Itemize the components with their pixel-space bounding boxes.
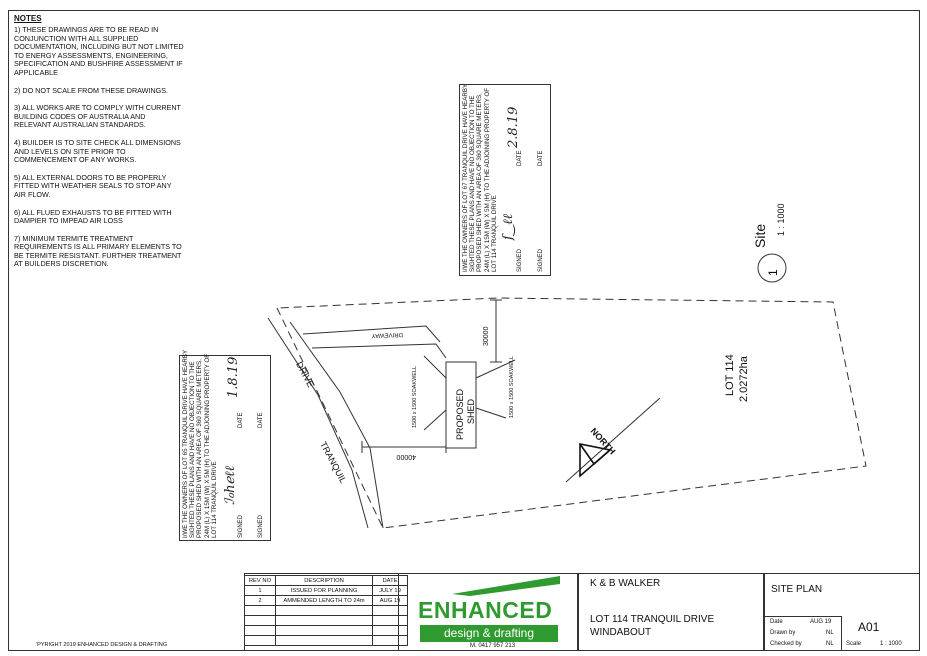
site-scale: 1 : 1000: [776, 203, 786, 236]
table-row: [244, 615, 408, 626]
table-row: 1 ISSUED FOR PLANNING JULY 19: [244, 585, 408, 596]
date-value: AUG 19: [810, 619, 832, 625]
rev-cell: AMMENDED LENGTH TO 24m: [275, 595, 373, 606]
consent-letter-top: [459, 84, 551, 276]
shed-label: SHED: [466, 398, 476, 424]
company-tagline: design & drafting: [420, 625, 558, 642]
sheet-number: A01: [858, 620, 880, 634]
logo-swoosh: [452, 576, 560, 596]
note-item: 4) BUILDER IS TO SITE CHECK ALL DIMENSIO…: [14, 137, 181, 165]
drawn-by-label: Drawn by: [770, 630, 796, 636]
driveway-edge: [311, 343, 447, 359]
rev-cell: ISSUED FOR PLANNING: [275, 585, 373, 596]
soakwell-leader: [423, 355, 447, 431]
soakwell-leader: [475, 359, 516, 419]
site-marker-circle: [757, 253, 787, 283]
company-logo: ENHANCED: [418, 597, 553, 623]
driveway-label: DRIVEWAY: [371, 331, 403, 339]
road-edge: [289, 321, 384, 529]
table-row: [244, 625, 408, 636]
signed-label: SIGNED: [238, 514, 244, 538]
drawing-title: SITE PLAN: [771, 584, 823, 595]
table-row: [244, 635, 408, 646]
info-grid: [764, 616, 842, 651]
project-address: LOT 114 TRANQUIL DRIVE: [590, 614, 715, 625]
handwritten-date: 2.8.19: [506, 106, 521, 148]
dimension-label: 30000: [483, 326, 490, 346]
soakwell-label: 1500 x 1500 SOAKWELL: [412, 365, 418, 428]
consent-letter-left: [179, 355, 271, 541]
site-label: Site: [752, 223, 768, 248]
date-label: DATE: [517, 150, 523, 166]
project-locality: WINDABOUT: [590, 627, 652, 638]
driveway-edge: [302, 325, 441, 343]
project-panel: [578, 573, 764, 651]
signed-label: SIGNED: [517, 248, 523, 272]
note-item: 1) THESE DRAWINGS ARE TO BE READ IN CONJ…: [14, 25, 184, 77]
handwritten-date: 1.8.19: [226, 356, 241, 398]
client-name: K & B WALKER: [590, 578, 661, 589]
company-phone: M. 0417 957 213: [470, 643, 516, 649]
rev-cell: 1: [244, 585, 276, 596]
logo-panel: [398, 573, 578, 651]
road-edge: [267, 317, 369, 529]
soakwell-label: 1500 x 1500 SOAKWELL: [509, 355, 515, 418]
dimension-label: 40000: [396, 453, 416, 460]
rev-header: REV NO: [244, 575, 276, 586]
north-arrow-line: [565, 397, 661, 483]
rev-cell: 2: [244, 595, 276, 606]
drawn-by-value: NL: [826, 630, 834, 636]
checked-by-value: NL: [826, 641, 834, 647]
handwritten-signature: ℐℴℎℯℓℓ: [223, 465, 238, 505]
note-item: 3) ALL WORKS ARE TO COMPLY WITH CURRENT …: [14, 103, 181, 130]
signed-label: SIGNED: [258, 514, 264, 538]
scale-label: Scale: [846, 641, 862, 647]
scale-value: 1 : 1000: [880, 641, 902, 647]
table-row: 2 AMMENDED LENGTH TO 24m AUG 19: [244, 595, 408, 606]
note-item: 7) MINIMUM TERMITE TREATMENT REQUIREMENT…: [14, 233, 182, 269]
note-item: 2) DO NOT SCALE FROM THESE DRAWINGS.: [14, 85, 169, 95]
note-item: 6) ALL FLUED EXHAUSTS TO BE FITTED WITH …: [14, 207, 172, 226]
consent-letter-text: I/WE THE OWNERS OF LOT 67 TRANQUIL DRIVE…: [462, 84, 498, 272]
table-row: [244, 605, 408, 616]
handwritten-signature: ſ‿ℓℓ: [501, 213, 516, 240]
notes-title: NOTES: [14, 14, 42, 23]
date-label: DATE: [258, 412, 264, 428]
shed-outline: [445, 361, 477, 449]
lot-label: LOT 114: [724, 354, 736, 396]
rev-header: DESCRIPTION: [275, 575, 373, 586]
signed-label: SIGNED: [538, 248, 544, 272]
revision-table: REV NO DESCRIPTION DATE 1 ISSUED FOR PLA…: [244, 575, 408, 646]
date-label: Date: [770, 619, 783, 625]
note-item: 5) ALL EXTERNAL DOORS TO BE PROPERLY FIT…: [14, 172, 172, 199]
date-label: DATE: [238, 412, 244, 428]
shed-label: PROPOSED: [455, 388, 465, 440]
site-number: 1: [766, 269, 780, 276]
lot-area: 2.0272ha: [738, 356, 750, 402]
drawing-info-panel: [764, 573, 920, 651]
lot-boundary: [276, 297, 867, 529]
notes-list: 1) THESE DRAWINGS ARE TO BE READ IN CONJ…: [14, 25, 184, 278]
date-label: DATE: [538, 150, 544, 166]
checked-by-label: Checked by: [770, 641, 802, 647]
consent-letter-text: I/WE THE OWNERS OF LOT 65 TRANQUIL DRIVE…: [182, 350, 218, 538]
copyright-note: 'PYRIGHT 2019 ENHANCED DESIGN & DRAFTING: [36, 642, 168, 648]
